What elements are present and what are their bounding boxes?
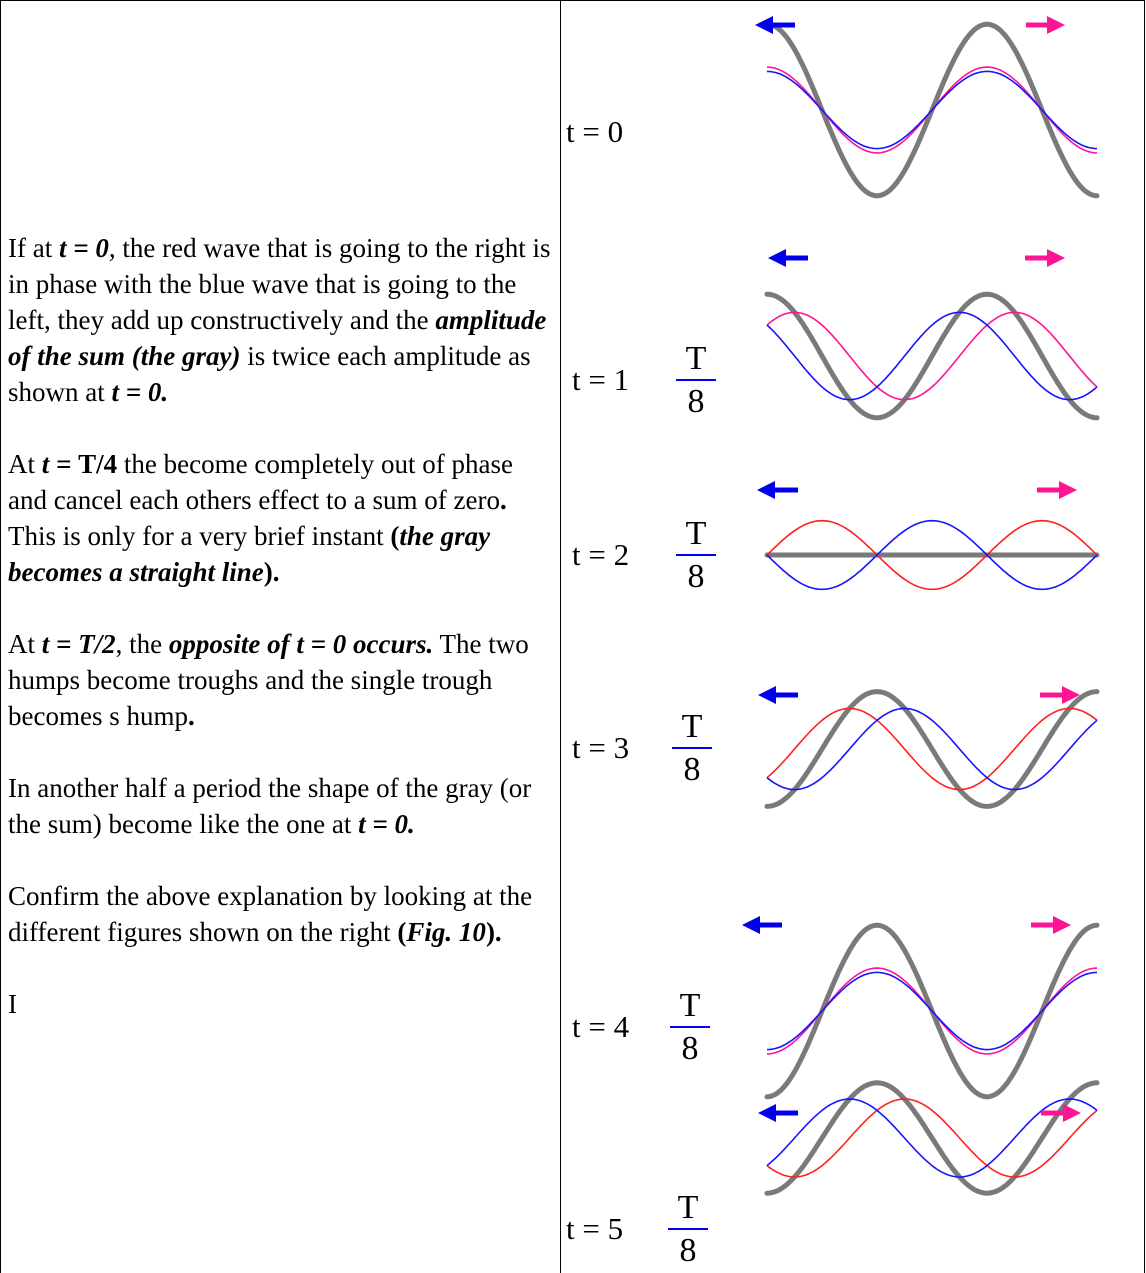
paragraph-stray: I (8, 986, 556, 1022)
panel-t3 (758, 686, 1097, 806)
text-run: At (8, 449, 42, 479)
left-arrow-head (758, 1104, 776, 1122)
time-label-4: t = 4 (572, 1009, 629, 1045)
time-label-1: t = 1 (572, 362, 629, 398)
right-arrow-head (1047, 16, 1065, 34)
time-label-3: t = 3 (572, 730, 629, 766)
explanation-text: If at t = 0, the red wave that is going … (8, 230, 556, 1058)
text-run: At (8, 629, 42, 659)
paragraph-confirm: Confirm the above explanation by looking… (8, 878, 556, 950)
text-run: , the (116, 629, 169, 659)
right-arrow-head (1047, 249, 1065, 267)
panel-t5 (758, 1083, 1097, 1193)
fraction-denominator: 8 (666, 1230, 710, 1270)
left-arrow-head (758, 686, 776, 704)
right-arrow-head (1053, 916, 1071, 934)
fraction-numerator: T (670, 707, 714, 747)
left-arrow-head (768, 249, 786, 267)
fraction-numerator: T (666, 1188, 710, 1228)
paragraph-another-half: In another half a period the shape of th… (8, 770, 556, 842)
fraction-denominator: 8 (674, 381, 718, 421)
right-arrow-head (1063, 1104, 1081, 1122)
paragraph-half-period: At t = T/2, the opposite of t = 0 occurs… (8, 626, 556, 734)
fraction-numerator: T (674, 514, 718, 554)
sum-wave (767, 294, 1097, 418)
text-run: . (500, 485, 507, 515)
text-run: If at (8, 233, 59, 263)
paragraph-quarter-period: At t = T/4 the become completely out of … (8, 446, 556, 590)
time-ref: t = T/2 (42, 629, 116, 659)
time-ref: t = (42, 449, 78, 479)
left-moving-wave (767, 972, 1097, 1049)
left-arrow-head (755, 16, 773, 34)
text-run: . (188, 701, 195, 731)
time-ref: t = 0 (59, 233, 109, 263)
left-arrow-head (742, 916, 760, 934)
text-run: This is only for a very brief instant (8, 521, 390, 551)
column-divider (560, 0, 561, 1273)
fraction-numerator: T (668, 986, 712, 1026)
time-ref: t = 0. (112, 377, 169, 407)
sum-wave (767, 1083, 1097, 1193)
paragraph-phase: If at t = 0, the red wave that is going … (8, 230, 556, 410)
opposite-phrase: opposite of t = 0 occurs. (169, 629, 433, 659)
panel-t1 (767, 249, 1097, 418)
wave-panels (562, 0, 1145, 1273)
sum-wave (767, 692, 1097, 807)
time-label-5: t = 5 (566, 1211, 623, 1247)
left-moving-wave (767, 71, 1097, 148)
text-run: ). (486, 917, 502, 947)
figure-ref: Fig. 10 (406, 917, 486, 947)
fraction-denominator: 8 (670, 749, 714, 789)
fraction-denominator: 8 (668, 1028, 712, 1068)
fraction-numerator: T (674, 339, 718, 379)
panel-t4 (742, 916, 1097, 1097)
time-ref: t = 0. (358, 809, 415, 839)
text-run: ). (264, 557, 280, 587)
fraction-denominator: 8 (674, 556, 718, 596)
left-arrow-head (757, 481, 775, 499)
panel-t2 (757, 481, 1097, 589)
time-ref: T/4 (78, 449, 117, 479)
right-arrow-head (1059, 481, 1077, 499)
time-label-0: t = 0 (566, 114, 623, 150)
time-label-2: t = 2 (572, 537, 629, 573)
panel-t0 (755, 16, 1097, 196)
text-run: In another half a period the shape of th… (8, 773, 531, 839)
